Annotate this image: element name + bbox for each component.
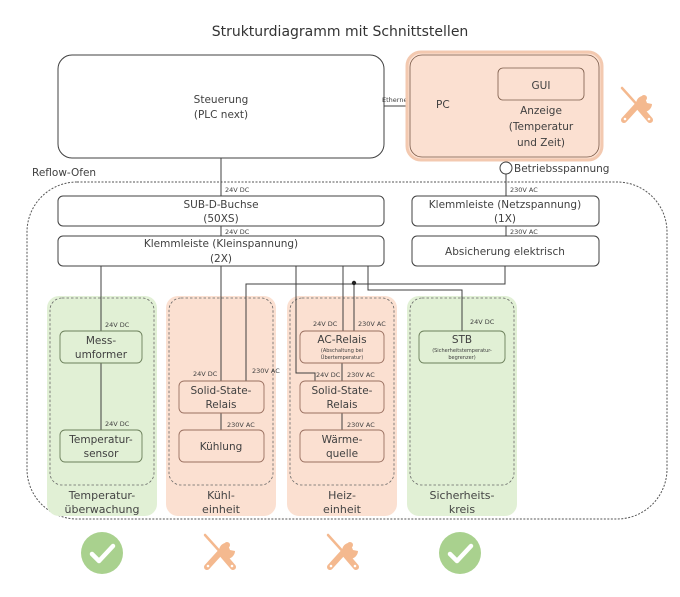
steuerung-label: Steuerung [194,94,249,106]
anzeige-line3: und Zeit) [517,137,565,149]
group-heizeinheit [287,296,397,516]
sicherheitskreis-check-circle-icon [439,532,481,574]
stb-label: STB [452,334,472,346]
steuerung-sublabel: (PLC next) [194,109,248,121]
sub-d-label: SUB-D-Buchse [183,199,258,211]
pc-label: PC [436,99,450,111]
anzeige-line1: Anzeige [520,105,562,117]
group-title: Temperatur- [68,489,135,502]
gui-box [497,67,585,101]
group-title: überwachung [65,503,140,516]
klemmleiste-netzspannung-sublabel: (1X) [494,213,516,225]
ac-relais-sublabel: (Abschaltung bei [321,348,363,354]
temperatursensor-label: Temperatur- [68,434,133,446]
pc-box [405,50,604,162]
temperatursensor-sublabel: sensor [84,448,119,460]
wiring [100,266,506,430]
voltage-label: 24V DC [313,320,338,328]
voltage-label: 230V AC [252,367,280,375]
waermequelle-label: Wärme- [322,434,363,446]
group-kuehleinheit [166,296,276,516]
ac-relais-sublabel: Übertemperatur) [321,354,363,361]
kuehl-ssr-box [178,380,265,414]
voltage-label: 24V DC [105,420,130,428]
klemmleiste-kleinspannung-label: Klemmleiste (Kleinspannung) [144,238,298,250]
stb-sublabel: (Sicherheitstemperatur- [432,348,492,354]
temperaturueberwachung-check-circle-icon [81,532,123,574]
heiz-ssr-sublabel: Relais [326,399,357,411]
kuehlung-box [178,429,265,463]
kuehlung-label: Kühlung [200,441,243,453]
klemmleiste-netzspannung-label: Klemmleiste (Netzspannung) [429,199,581,211]
temperatursensor-box [59,429,143,463]
group-title: Heiz- [328,489,356,502]
reflow-ofen-boundary [26,181,668,520]
diagram-title: Strukturdiagramm mit Schnittstellen [212,24,469,40]
kuehl-ssr-label: Solid-State- [191,385,252,397]
absicherung-label: Absicherung elektrisch [445,246,565,258]
voltage-label: 24V DC [470,318,495,326]
voltage-label: 24V DC [316,371,341,379]
stb-box [418,330,506,364]
voltage-label: 24V DC [105,321,130,329]
voltage-label: 24V DC [193,370,218,378]
waermequelle-box [299,429,385,463]
voltage-label: 24V DC [225,186,250,194]
voltage-label: 230V AC [510,228,538,236]
klemmleiste-kleinspannung-sublabel: (2X) [210,253,232,265]
steuerung-box [57,54,385,159]
ac-relais-box [299,330,385,364]
sub-d-sublabel: (50XS) [203,213,238,225]
group-title: Kühl- [207,489,235,502]
heiz-ssr-box [299,380,385,414]
waermequelle-sublabel: quelle [326,448,358,460]
gui-label: GUI [532,80,551,92]
messumformer-sublabel: umformer [75,349,128,361]
voltage-label: 230V AC [358,320,386,328]
voltage-label: 230V AC [347,421,375,429]
group-title: einheit [323,503,362,516]
voltage-label: 230V AC [347,371,375,379]
ethernet-label: Ethernet [382,96,410,104]
heizeinheit-wrench-screwdriver-icon [328,535,358,567]
group-title: einheit [202,503,241,516]
group-temperaturueberwachung [47,296,157,516]
group-title: kreis [449,503,475,516]
kuehleinheit-wrench-screwdriver-icon [205,535,235,567]
voltage-label: 24V DC [225,228,250,236]
stb-sublabel: begrenzer) [448,355,475,361]
group-title: Sicherheits- [430,489,495,502]
betriebsspannung-label: Betriebsspannung [514,163,609,175]
kuehl-ssr-sublabel: Relais [205,399,236,411]
group-sicherheitskreis [407,296,517,516]
anzeige-line2: (Temperatur [509,121,574,133]
wire-junction [351,280,357,286]
voltage-label: 230V AC [227,421,255,429]
ac-relais-label: AC-Relais [317,334,366,346]
voltage-label: 230V AC [510,186,538,194]
pc-wrench-screwdriver-icon [622,88,652,120]
power-supply-terminal [499,161,513,175]
messumformer-box [59,330,143,364]
reflow-ofen-label: Reflow-Ofen [32,167,96,179]
heiz-ssr-label: Solid-State- [312,385,373,397]
messumformer-label: Mess- [86,335,116,347]
